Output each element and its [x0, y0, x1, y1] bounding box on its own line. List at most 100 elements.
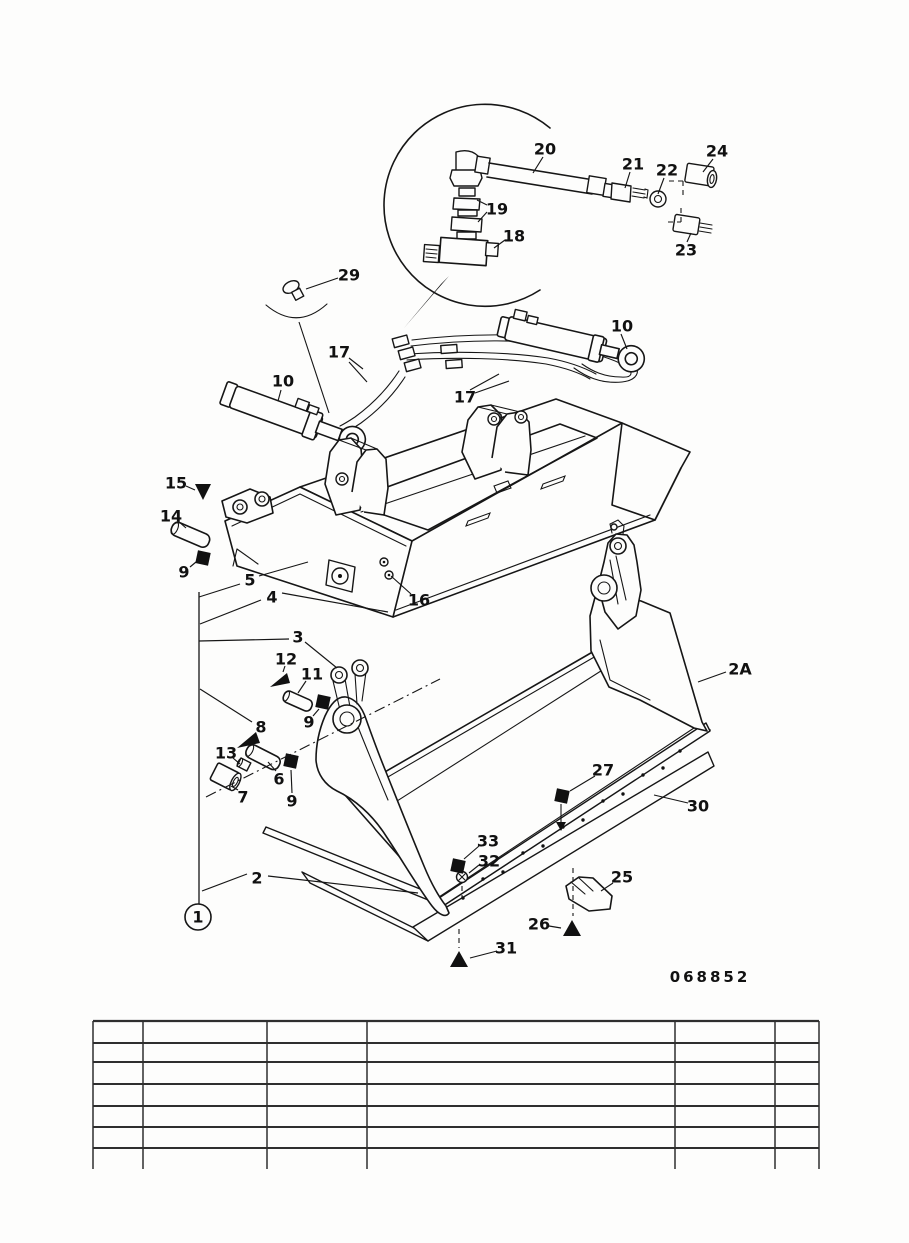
shim-square-marker — [315, 694, 331, 710]
callout-19: 19 — [476, 199, 508, 223]
shim-square-marker — [283, 753, 299, 769]
callout-25: 25 — [600, 868, 633, 892]
cylinder-right-10 — [496, 308, 646, 373]
bolt-dot — [641, 773, 645, 777]
leader-line — [230, 785, 239, 791]
leader-line — [348, 357, 364, 370]
callout-26: 26 — [528, 915, 562, 934]
callout-16: 16 — [390, 575, 430, 610]
leader-line — [290, 769, 293, 794]
leader-line — [624, 171, 631, 189]
leader-line — [468, 864, 480, 874]
shim-square-marker — [195, 550, 211, 566]
callout-14: 14 — [160, 507, 187, 529]
callout-label-4: 4 — [266, 588, 277, 607]
callout-label-12: 12 — [275, 650, 297, 669]
leader-line — [493, 239, 506, 249]
parts-table — [92, 1019, 820, 1169]
arrow-8 — [237, 732, 260, 748]
leader-line — [232, 757, 241, 765]
bolt-dot — [501, 870, 505, 874]
callout-label-24: 24 — [706, 142, 728, 161]
shim-square-marker — [554, 788, 570, 804]
leader-line — [258, 561, 309, 577]
elbow-fitting — [449, 149, 491, 187]
callout-label-10a: 10 — [272, 372, 294, 391]
frame-hinge-bracket-left — [324, 437, 389, 516]
shim-triangle-15 — [195, 484, 211, 500]
callout-20: 20 — [532, 140, 556, 174]
callout-15: 15 — [165, 474, 196, 493]
callout-27: 27 — [569, 761, 614, 792]
leader-line — [532, 156, 544, 174]
callout-11: 11 — [297, 665, 323, 694]
callout-4: 4 — [199, 588, 389, 625]
bolt-dot — [541, 844, 545, 848]
callout-label-10b: 10 — [611, 317, 633, 336]
bolt-dot — [581, 818, 585, 822]
leader-line — [548, 925, 562, 929]
assembly-axis — [205, 678, 441, 798]
leader-line — [476, 199, 488, 206]
callout-5: 5 — [198, 561, 309, 598]
leader-line — [199, 688, 253, 723]
frame-right-wall — [611, 422, 691, 521]
callout-label-9b: 9 — [303, 713, 314, 732]
shim-square-marker — [450, 858, 466, 874]
callout-label-27: 27 — [592, 761, 614, 780]
callout-label-19: 19 — [486, 200, 508, 219]
frame-hinge-bracket-right — [461, 404, 532, 480]
callout-label-6: 6 — [273, 770, 284, 789]
arrow-12 — [270, 673, 290, 687]
leader-line — [177, 520, 187, 529]
callout-8: 8 — [199, 688, 267, 737]
callout-22: 22 — [656, 161, 678, 195]
callout-label-2: 2 — [251, 869, 262, 888]
callout-label-21: 21 — [622, 155, 644, 174]
leader-line — [282, 665, 286, 673]
callout-9a: 9 — [178, 561, 197, 582]
callout-label-17b: 17 — [454, 388, 476, 407]
callout-29: 29 — [305, 266, 360, 290]
leader-line — [267, 875, 419, 894]
leader-line — [697, 671, 727, 683]
callout-12: 12 — [275, 650, 297, 673]
leader-line — [312, 708, 320, 717]
callout-32: 32 — [468, 852, 500, 874]
callout-33: 33 — [463, 832, 499, 860]
leader-line — [686, 232, 692, 243]
leader-line — [297, 680, 307, 694]
tooth-25 — [565, 876, 613, 912]
bolt-dot — [561, 825, 565, 829]
hose-20 — [486, 162, 615, 199]
bolt-dot — [621, 792, 625, 796]
leader-line — [463, 845, 480, 860]
callout-24: 24 — [702, 142, 728, 173]
circled-callout-1: 1 — [184, 903, 212, 931]
callout-label-9c: 9 — [286, 792, 297, 811]
callout-label-20: 20 — [534, 140, 556, 159]
cutting-edge-30 — [412, 751, 715, 942]
circled-callout-label: 1 — [192, 908, 203, 927]
leader-line — [201, 873, 248, 892]
callout-label-32: 32 — [478, 852, 500, 871]
leader-line — [469, 950, 498, 959]
leader-line — [267, 761, 277, 772]
leader-line — [657, 177, 665, 195]
spacer-13 — [236, 757, 252, 772]
bolt-dot — [661, 766, 665, 770]
leader-line — [474, 380, 510, 394]
callout-30: 30 — [653, 794, 709, 816]
bolt-dot — [601, 799, 605, 803]
callout-label-5: 5 — [244, 571, 255, 590]
callout-label-16: 16 — [408, 591, 430, 610]
callout-31: 31 — [469, 939, 517, 959]
bolt-dot — [461, 896, 465, 900]
callout-label-33: 33 — [477, 832, 499, 851]
callout-label-3: 3 — [292, 628, 303, 647]
coupler-24 — [684, 162, 718, 189]
plug-29 — [265, 280, 328, 319]
callout-23: 23 — [675, 232, 697, 260]
